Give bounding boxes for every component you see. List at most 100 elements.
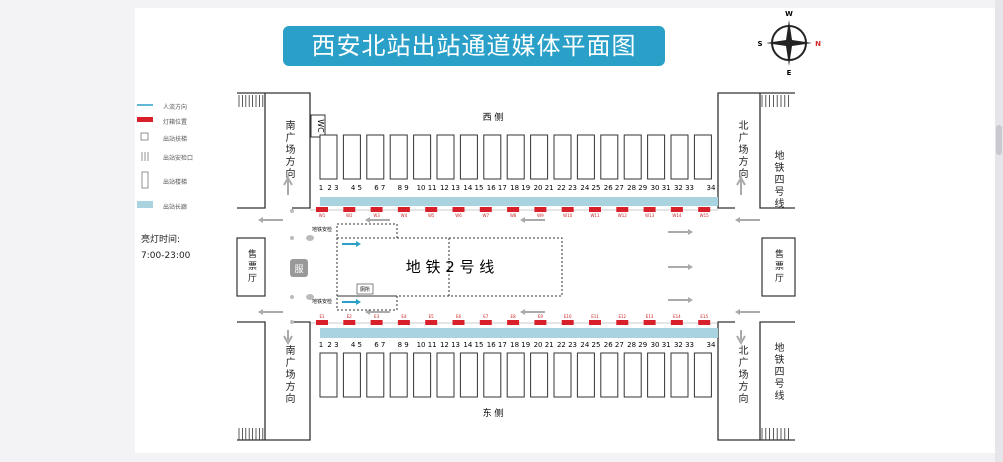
compass-s: S — [757, 40, 762, 48]
metro-security-label: 地铁安检 — [312, 226, 332, 233]
platform-number: 1 — [319, 341, 323, 349]
lightbox-label: E7 — [483, 314, 489, 319]
platform-number: 2 3 — [327, 184, 338, 192]
hours-value: 7:00-23:00 — [141, 251, 191, 261]
lightbox-label: E11 — [591, 314, 599, 319]
lightbox-marker — [425, 320, 438, 325]
platform-number: 16 17 — [487, 184, 507, 192]
metro-flow-arrow-head — [356, 299, 361, 305]
lightbox-label: W12 — [618, 213, 628, 218]
lightbox-label: E14 — [673, 314, 681, 319]
flow-arrow — [736, 330, 746, 346]
metro-security-label: 地铁安检 — [312, 298, 332, 305]
platform-number: 34 — [707, 184, 716, 192]
ticket-hall-label: 售票厅 — [773, 249, 783, 285]
scrollbar[interactable] — [995, 0, 1003, 462]
ticket-hall — [761, 237, 796, 297]
metro4-label: 地铁四号线 — [772, 342, 783, 402]
scrollbar-thumb[interactable] — [996, 125, 1002, 155]
ticket-hall — [236, 237, 266, 297]
metro-security-area — [336, 223, 398, 239]
toilet-label: 厕所 — [360, 286, 370, 293]
west-corridor — [320, 197, 718, 206]
platform-stall — [670, 134, 689, 180]
service-desk — [290, 259, 308, 277]
legend-label: 出站楼梯 — [163, 179, 188, 186]
lightbox-marker — [561, 320, 574, 325]
flow-arrow-head — [688, 264, 693, 270]
lightbox-label: W14 — [672, 213, 682, 218]
lightbox-label: W7 — [483, 213, 490, 218]
pillar — [290, 320, 294, 324]
wall — [759, 93, 795, 209]
lightbox-marker — [643, 207, 656, 212]
wall — [237, 93, 266, 209]
platform-number: 28 29 — [627, 184, 647, 192]
lightbox-label: E12 — [618, 314, 626, 319]
lightbox-marker — [534, 207, 547, 212]
east-corridor — [320, 328, 718, 338]
lightbox-marker — [670, 320, 683, 325]
lightbox-label: E3 — [374, 314, 380, 319]
legend-label: 灯箱位置 — [163, 119, 188, 126]
platform-number: 14 15 — [463, 184, 483, 192]
lightbox-marker — [370, 320, 383, 325]
platform-number: 30 31 — [651, 184, 671, 192]
lightbox-marker — [479, 207, 492, 212]
platform-number: 1 — [319, 184, 323, 192]
lightbox-marker — [534, 320, 547, 325]
lightbox-label: W9 — [537, 213, 544, 218]
lightbox-marker — [698, 320, 711, 325]
flow-arrow — [736, 175, 746, 195]
platform-number: 8 9 — [398, 184, 409, 192]
compass-w: W — [785, 10, 793, 18]
platform-stall — [506, 134, 525, 180]
toilet-box — [356, 283, 374, 295]
lightbox-label: W5 — [428, 213, 435, 218]
platform-stall — [366, 134, 385, 180]
platform-number: 10 11 — [417, 341, 437, 349]
platform-stall — [459, 352, 478, 398]
security-gate-icon — [141, 152, 149, 161]
lightbox-label: W8 — [510, 213, 517, 218]
lightbox-marker — [479, 320, 492, 325]
north-square-label: 北广场方向 — [736, 345, 747, 405]
platform-number: 32 33 — [674, 341, 694, 349]
pillar — [290, 209, 294, 213]
lightbox-marker — [343, 320, 356, 325]
lightbox-label: E15 — [700, 314, 708, 319]
platform-number: 16 17 — [487, 341, 507, 349]
platform-stall — [506, 352, 525, 398]
lightbox-label: W4 — [401, 213, 408, 218]
lightbox-label: W13 — [645, 213, 655, 218]
platform-number: 32 33 — [674, 184, 694, 192]
flow-arrow-head — [365, 217, 370, 223]
lightbox-marker — [589, 207, 601, 212]
platform-stall — [483, 134, 502, 180]
platform-number: 12 13 — [440, 341, 460, 349]
lightbox-label: E2 — [347, 314, 353, 319]
lightbox-marker — [589, 320, 601, 325]
wc-label: WC — [316, 119, 325, 133]
lightbox-label: E1 — [319, 314, 325, 319]
west-side-label: 西 侧 — [483, 111, 504, 123]
pillar — [290, 295, 294, 299]
platform-number: 6 7 — [374, 184, 385, 192]
ticket-hall-label: 售票厅 — [246, 249, 256, 285]
platform-stall — [413, 352, 432, 398]
lightbox-marker — [616, 320, 629, 325]
platform-number: 20 21 — [534, 184, 554, 192]
platform-number: 18 19 — [510, 341, 530, 349]
platform-stall — [459, 134, 478, 180]
platform-stall — [342, 352, 361, 398]
lightbox-label: E5 — [429, 314, 435, 319]
platform-number: 14 15 — [463, 341, 483, 349]
platform-number: 8 9 — [398, 341, 409, 349]
platform-stall — [342, 134, 361, 180]
platform-stall — [436, 352, 455, 398]
platform-stall — [483, 352, 502, 398]
platform-stall — [413, 134, 432, 180]
lightbox-label: W6 — [455, 213, 462, 218]
platform-stall — [553, 134, 572, 180]
south-square-bottom-wall — [237, 321, 311, 441]
